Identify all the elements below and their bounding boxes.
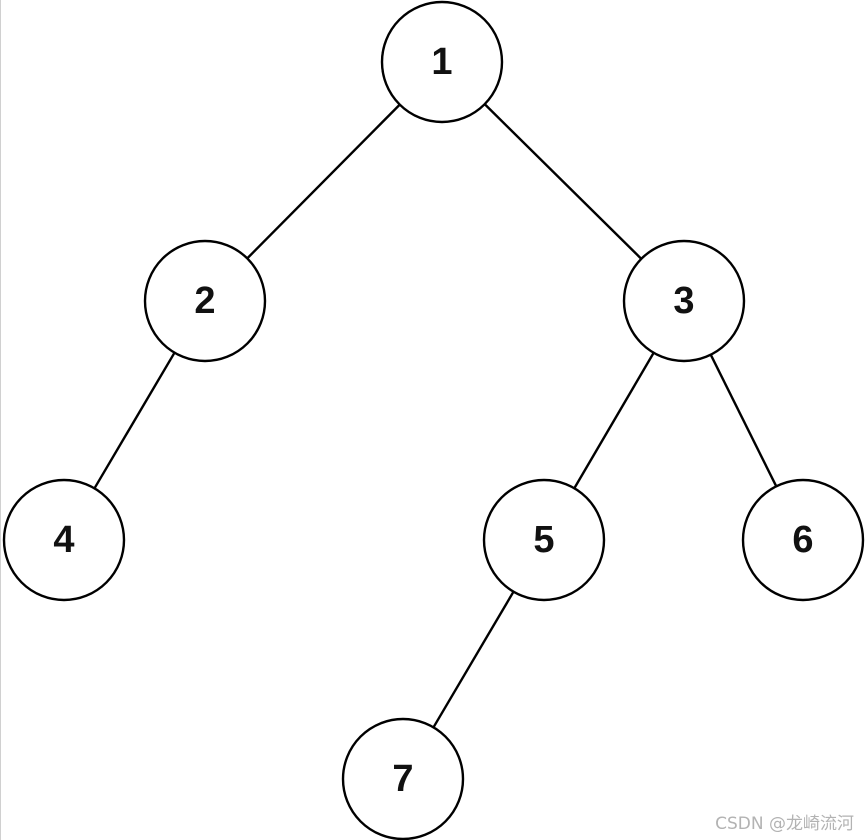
node-label-5: 5 — [533, 519, 554, 561]
tree-node-3: 3 — [622, 239, 746, 363]
edge-3-6 — [709, 354, 778, 487]
edge-5-7 — [432, 591, 515, 728]
node-circle-2 — [143, 239, 267, 363]
edges-layer — [93, 103, 778, 728]
node-circle-1 — [380, 0, 504, 124]
edge-1-3 — [483, 103, 643, 260]
tree-node-1: 1 — [380, 0, 504, 124]
node-label-3: 3 — [673, 280, 694, 322]
edge-3-5 — [573, 352, 655, 489]
tree-node-2: 2 — [143, 239, 267, 363]
node-circle-5 — [482, 478, 606, 602]
node-label-1: 1 — [431, 41, 452, 83]
node-label-6: 6 — [792, 519, 813, 561]
tree-node-6: 6 — [741, 478, 865, 602]
tree-node-5: 5 — [482, 478, 606, 602]
tree-node-4: 4 — [2, 478, 126, 602]
node-circle-6 — [741, 478, 865, 602]
node-label-2: 2 — [194, 280, 215, 322]
edge-1-2 — [246, 103, 401, 260]
node-circle-3 — [622, 239, 746, 363]
tree-node-7: 7 — [341, 717, 465, 840]
edge-2-4 — [93, 352, 176, 489]
node-circle-4 — [2, 478, 126, 602]
node-circle-7 — [341, 717, 465, 840]
watermark: CSDN @龙崎流河 — [715, 814, 854, 834]
node-label-7: 7 — [392, 758, 413, 800]
node-label-4: 4 — [53, 519, 74, 561]
